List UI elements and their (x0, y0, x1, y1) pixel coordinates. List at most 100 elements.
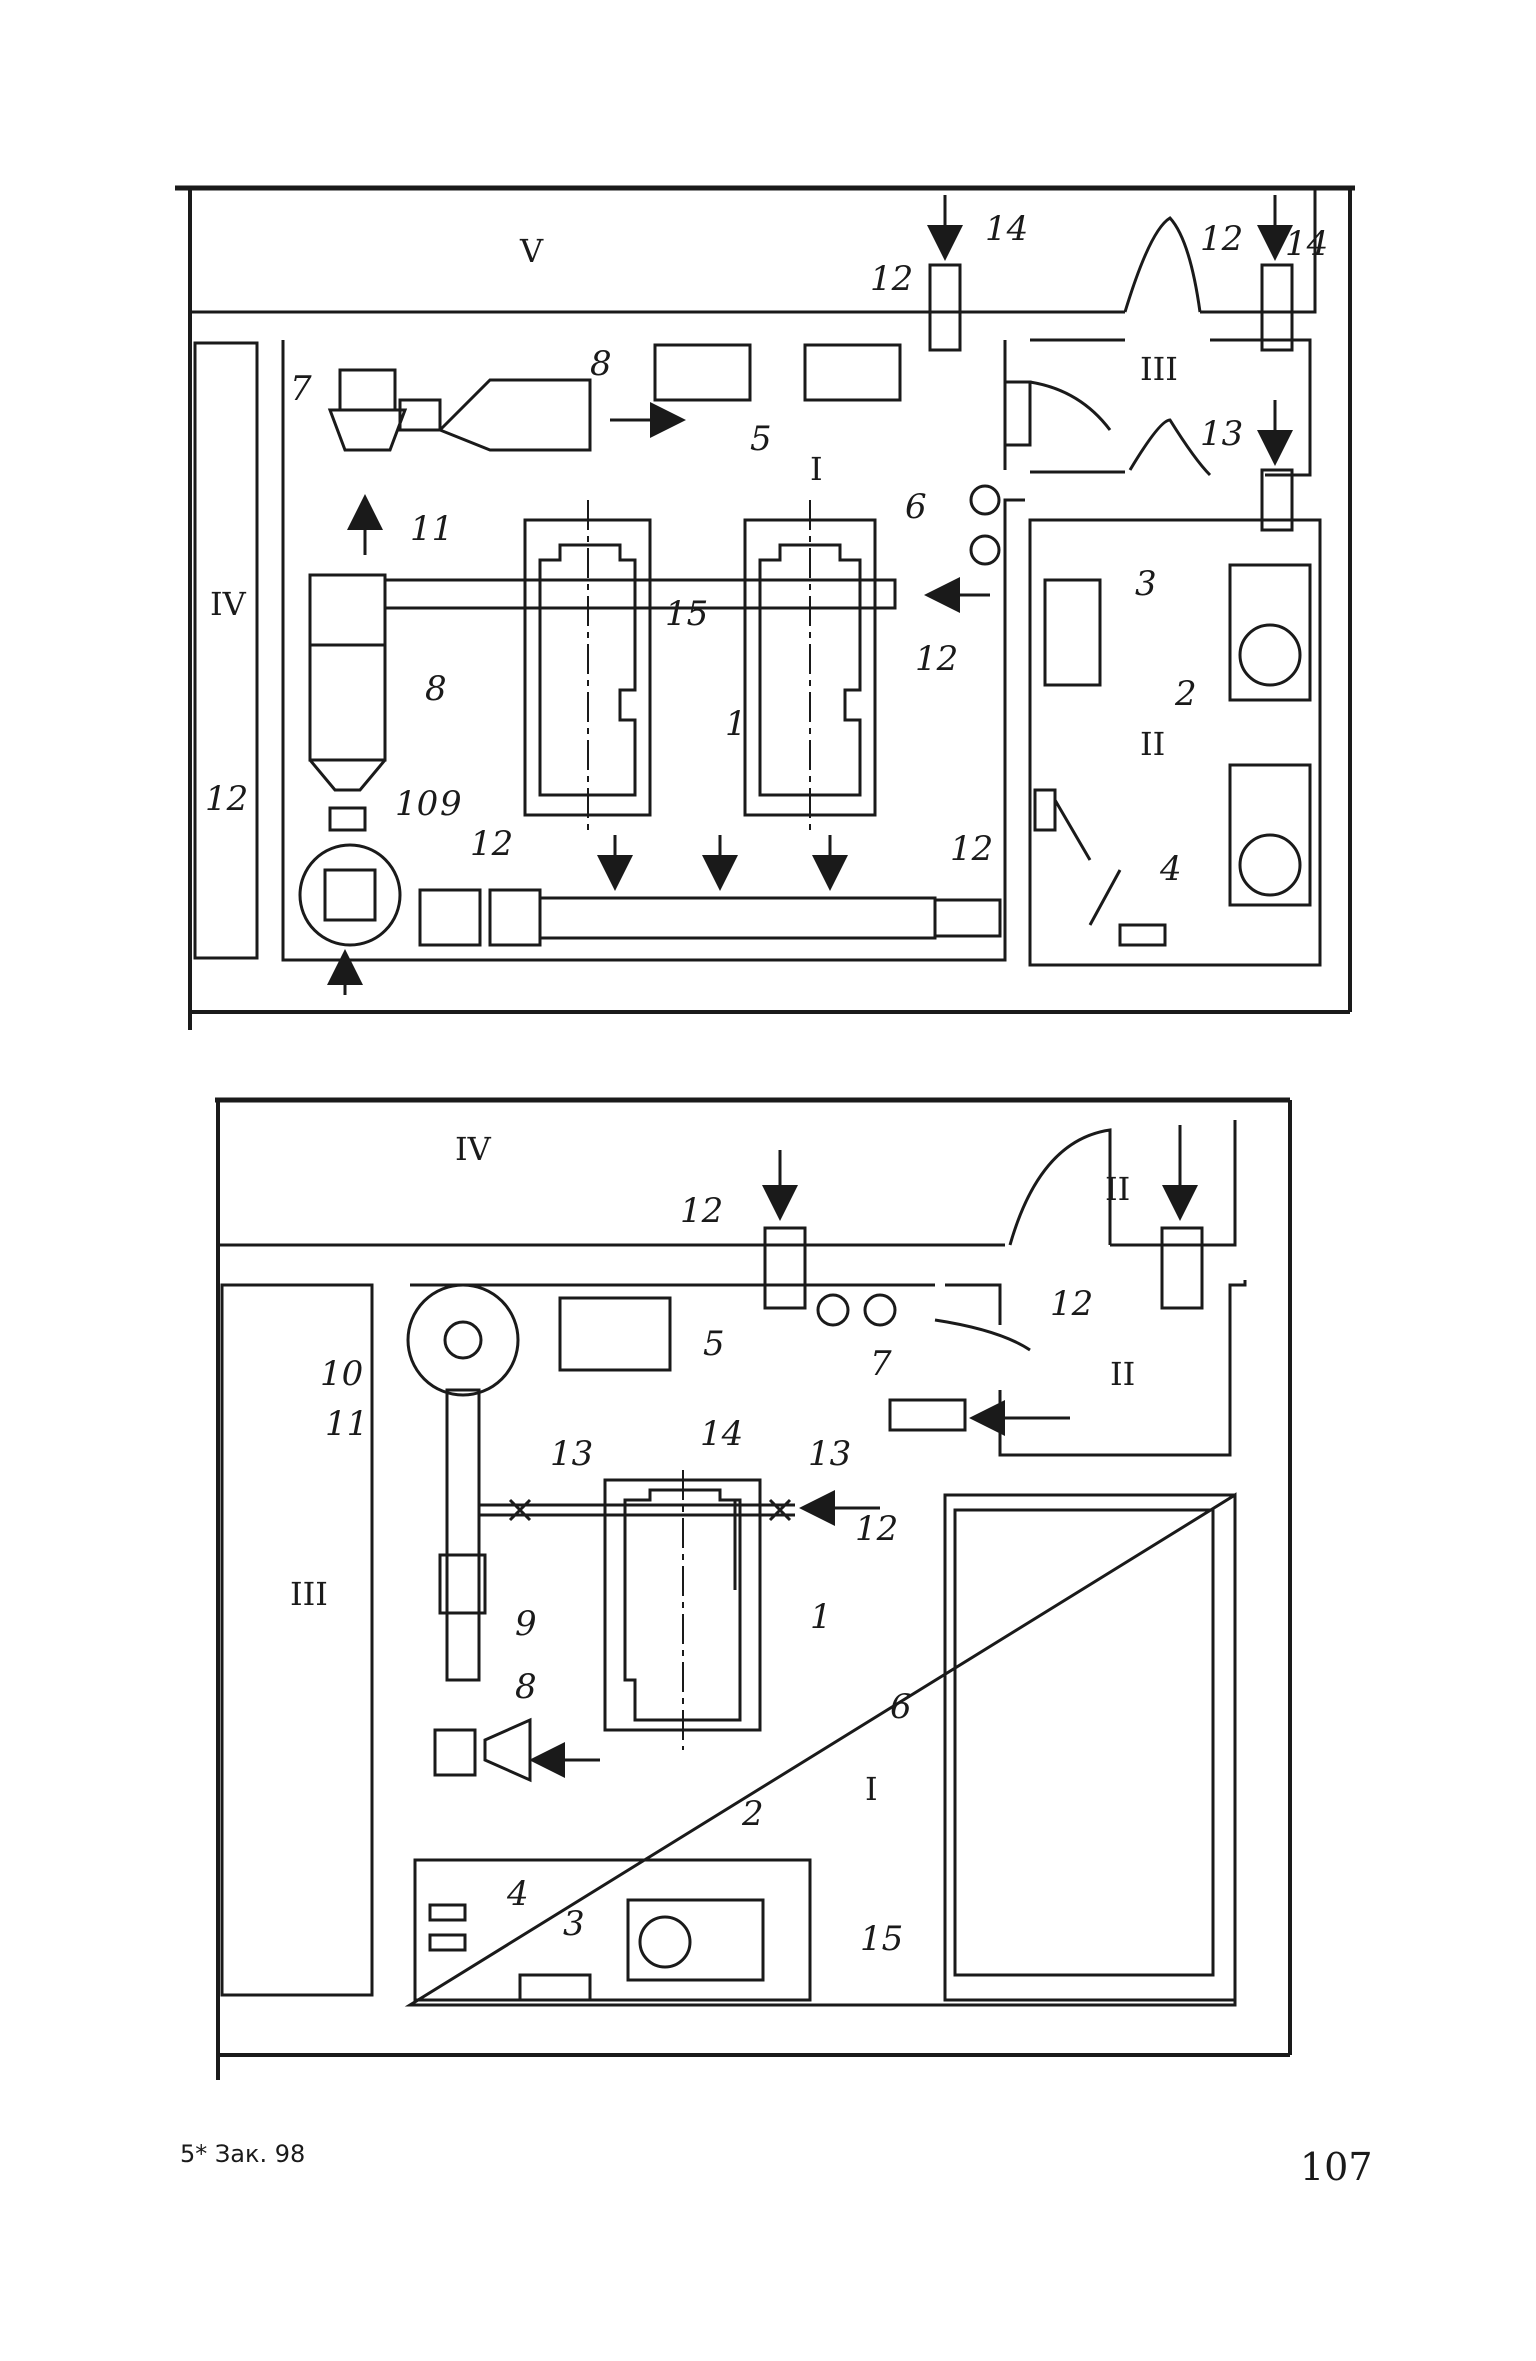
label-3-bottom: 3 (563, 1904, 585, 1944)
label-13-bottom-a: 13 (550, 1434, 593, 1474)
room-label-iii: III (1140, 350, 1178, 388)
tank-2a-circle (1240, 625, 1300, 685)
label-7-bottom: 7 (870, 1344, 892, 1384)
top-floor-plan (175, 188, 1355, 1030)
filter-8-left (400, 400, 440, 430)
label-12-f: 12 (950, 829, 993, 869)
label-8-left: 8 (425, 669, 447, 709)
label-1: 1 (725, 704, 747, 744)
bottom-plan-labels: IV II III I II 1 2 3 4 5 6 7 8 9 10 11 1… (290, 1130, 1135, 1959)
tank-2 (628, 1900, 763, 1980)
generator-6 (955, 1510, 1213, 1975)
label-14-bottom: 14 (700, 1414, 743, 1454)
label-12-bottom-c: 12 (855, 1509, 898, 1549)
silencer-body-8 (310, 645, 385, 760)
bottom-room-i (410, 1280, 1245, 2005)
label-4-bottom: 4 (506, 1874, 529, 1914)
top-door-v (1125, 218, 1200, 312)
footer-order-note: 5* Зак. 98 (180, 2140, 306, 2168)
valve-12-lower (420, 890, 480, 945)
silencer-cone (310, 760, 385, 790)
filter-8-top (440, 380, 590, 450)
engine-outline-1a (540, 545, 635, 795)
tank-2-circle (640, 1917, 690, 1967)
fan-10-bottom (408, 1285, 518, 1395)
bottom-room-ii-wall (1000, 1285, 1230, 1455)
panel-3 (1045, 580, 1100, 685)
intake-pipe (540, 898, 935, 938)
label-10: 10 (395, 784, 438, 824)
valve-12-vertical (330, 808, 365, 830)
top-plan-labels: V IV I II III 1 2 3 4 5 6 7 8 8 9 10 11 … (205, 209, 1328, 889)
label-12-a: 12 (870, 259, 913, 299)
label-9: 9 (440, 784, 462, 824)
valve-13b (770, 1500, 790, 1520)
label-5: 5 (750, 419, 772, 459)
top-door-ii (1130, 420, 1210, 475)
bottom-corridor-iv-wall (218, 1120, 1235, 1245)
room-label-v: V (519, 232, 544, 270)
label-8-top: 8 (590, 344, 612, 384)
gauge-6a (971, 486, 999, 514)
page-number: 107 (1300, 2145, 1373, 2189)
filter-7-lower (490, 890, 540, 945)
engine-outline-1b (760, 545, 860, 795)
room-label-iv-bottom: IV (455, 1130, 492, 1168)
valve-12-lower-right (935, 900, 1000, 936)
cabinet-5a (655, 345, 750, 400)
room-label-i-bottom: I (865, 1770, 878, 1808)
label-14-a: 14 (985, 209, 1028, 249)
fan-7-box (340, 370, 395, 410)
gauge-6b (971, 536, 999, 564)
exhaust-pipe-11 (385, 580, 895, 608)
silencer-head (310, 575, 385, 645)
label-13-bottom-b: 13 (808, 1434, 851, 1474)
label-12-c: 12 (915, 639, 958, 679)
label-6: 6 (905, 487, 927, 527)
label-6-bottom: 6 (890, 1687, 912, 1727)
bottom-door-iv (1010, 1130, 1110, 1245)
label-2-bottom: 2 (741, 1794, 764, 1834)
label-12-bottom-a: 12 (680, 1191, 723, 1231)
label-12-bottom-b: 12 (1050, 1284, 1093, 1324)
label-12-e: 12 (470, 824, 513, 864)
label-5-bottom: 5 (703, 1324, 725, 1364)
label-12-b: 12 (1200, 219, 1243, 259)
cabinet-5b (805, 345, 900, 400)
label-3: 3 (1135, 564, 1157, 604)
label-15-bottom: 15 (860, 1919, 903, 1959)
room-label-iv: IV (210, 585, 247, 623)
label-11: 11 (410, 509, 453, 549)
label-13: 13 (1200, 414, 1243, 454)
label-2: 2 (1174, 674, 1197, 714)
top-room-iii-walls (1030, 340, 1310, 475)
fan-7-cone (330, 410, 405, 450)
gauge-7b (865, 1295, 895, 1325)
label-4: 4 (1159, 849, 1182, 889)
room-label-iii-bottom: III (290, 1575, 328, 1613)
bottom-corridor-iii (222, 1285, 372, 1995)
exhaust-pipe-vertical (447, 1390, 479, 1680)
top-door-i (1030, 382, 1110, 430)
battery-4b (430, 1935, 465, 1950)
top-corridor-iv (195, 343, 257, 958)
bottom-tank-room (415, 1860, 810, 2000)
room-label-ii: II (1140, 725, 1165, 763)
valve-9-bottom (435, 1730, 475, 1775)
wall-valve-14b (1262, 265, 1292, 350)
top-room-ii (1030, 520, 1320, 965)
bottom-door-ii (935, 1320, 1030, 1350)
label-1-bottom: 1 (810, 1597, 832, 1637)
tank-2b-circle (1240, 835, 1300, 895)
fan-10-core (325, 870, 375, 920)
label-15: 15 (665, 594, 708, 634)
wall-valve-13 (1262, 470, 1292, 530)
filter-8-bottom (440, 1555, 485, 1613)
panel-3-bottom (520, 1975, 590, 2000)
tank-2a (1230, 565, 1310, 700)
room-label-i: I (810, 450, 823, 488)
top-corridor-v-wall (190, 188, 1315, 312)
label-14-b: 14 (1285, 224, 1328, 264)
valve-13a (510, 1500, 530, 1520)
battery-4a (430, 1905, 465, 1920)
